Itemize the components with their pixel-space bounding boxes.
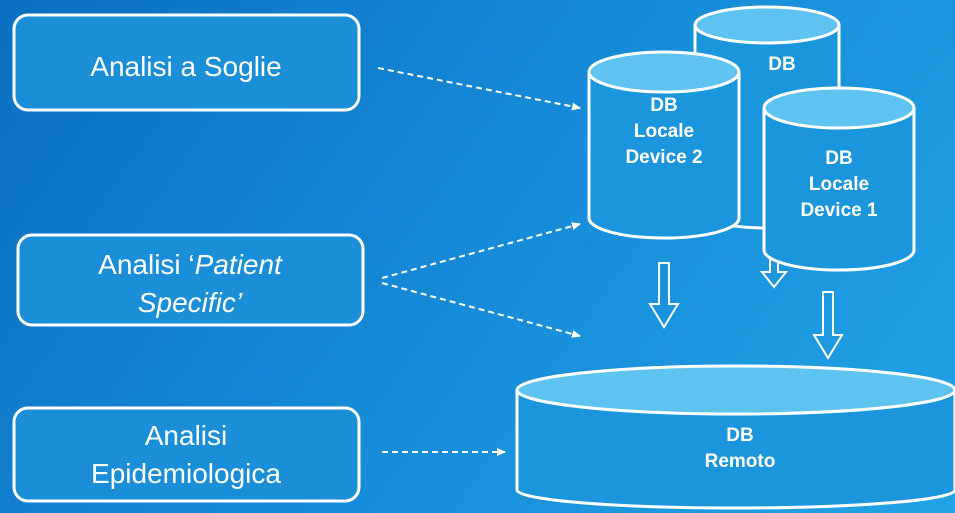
hollow-arrow-device2-to-remote [648,262,680,329]
db-back-label: DB [768,54,795,75]
dashed-arrow-patient-to-device2 [381,222,581,279]
hollow-arrow-device1-to-remote [812,291,844,360]
dashed-arrow-patient-to-remote [381,282,581,338]
dashed-arrow-soglie-to-device2 [377,67,581,111]
box-analisi-soglie: Analisi a Soglie [12,13,361,112]
box-analisi-soglie-label: Analisi a Soglie [90,51,281,82]
